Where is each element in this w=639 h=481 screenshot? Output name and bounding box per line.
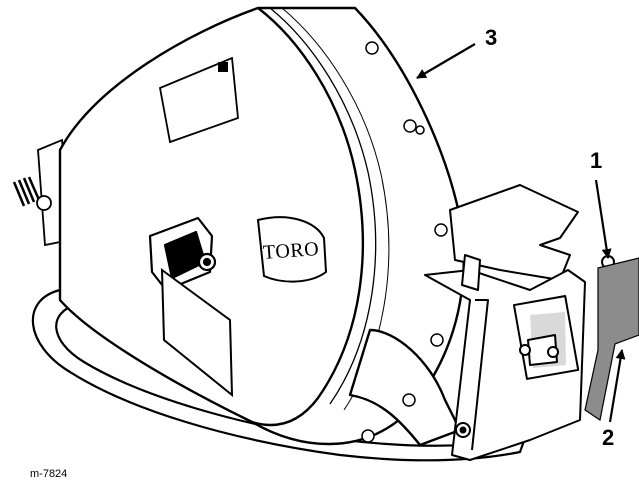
callout-label-3: 3 xyxy=(485,25,497,50)
warning-decal xyxy=(158,56,239,144)
housing-bolts xyxy=(361,41,448,443)
gray-strap xyxy=(584,257,639,421)
latch-handle xyxy=(148,216,217,292)
callout-label-2: 2 xyxy=(602,425,614,450)
figure-id: m-7824 xyxy=(30,468,67,480)
brand-decal-text: TORO xyxy=(262,238,319,264)
mounting-bracket xyxy=(424,184,615,461)
lower-decal xyxy=(160,267,234,398)
callout-arrow-3 xyxy=(416,43,476,79)
callout-arrows xyxy=(416,43,626,423)
brand-decal: TORO xyxy=(256,216,328,283)
callout-label-1: 1 xyxy=(590,148,602,173)
callout-arrow-2 xyxy=(608,349,626,423)
callout-arrow-1 xyxy=(594,179,612,259)
